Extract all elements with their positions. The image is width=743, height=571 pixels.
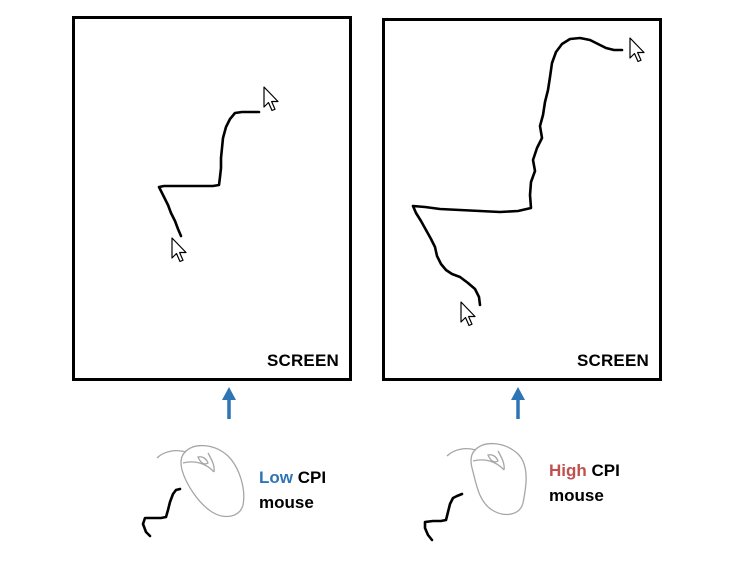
up-arrow-icon xyxy=(511,387,525,419)
cursor-trail-high-cpi xyxy=(411,36,624,307)
computer-mouse-icon xyxy=(156,445,245,518)
up-arrow-icon xyxy=(222,387,236,419)
screen-label: SCREEN xyxy=(576,351,649,370)
cpi-text: CPI xyxy=(297,468,327,487)
screen-label: SCREEN xyxy=(266,351,339,370)
mouse-movement-trail-low-cpi xyxy=(141,487,182,538)
mouse-movement-trail-high-cpi xyxy=(423,492,464,542)
cpi-text: CPI xyxy=(591,461,620,480)
cpi-level: Low xyxy=(259,468,293,487)
caption-line-1: Low CPI xyxy=(259,465,326,490)
computer-mouse-icon xyxy=(446,443,527,516)
caption-line-1: High CPI xyxy=(549,458,620,483)
mouse-caption-high-cpi: High CPI mouse xyxy=(549,458,620,508)
arrow-cursor-icon xyxy=(629,37,645,63)
screen-low-cpi: SCREEN xyxy=(72,16,352,381)
cursor-trail-low-cpi xyxy=(157,110,261,238)
caption-line-2: mouse xyxy=(259,493,314,512)
screen-high-cpi: SCREEN xyxy=(382,18,662,381)
caption-line-2: mouse xyxy=(549,486,604,505)
arrow-cursor-icon xyxy=(263,86,279,112)
arrow-cursor-icon xyxy=(460,301,476,327)
cpi-level: High xyxy=(549,461,587,480)
mouse-caption-low-cpi: Low CPI mouse xyxy=(259,465,326,515)
arrow-cursor-icon xyxy=(171,237,187,263)
